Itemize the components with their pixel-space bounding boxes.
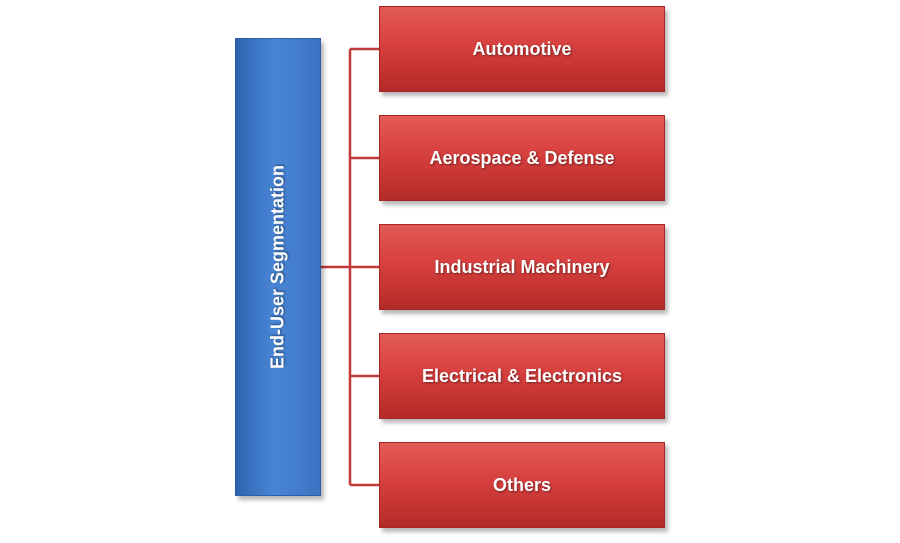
child-node-label: Aerospace & Defense (429, 147, 615, 168)
child-node-others: Others (379, 442, 665, 528)
child-node-industrial-machinery: Industrial Machinery (379, 224, 665, 310)
child-node-automotive: Automotive (379, 6, 665, 92)
child-node-aerospace-defense: Aerospace & Defense (379, 115, 665, 201)
child-node-electrical-electronics: Electrical & Electronics (379, 333, 665, 419)
child-node-label: Industrial Machinery (434, 256, 610, 277)
root-node: End-User Segmentation (235, 38, 321, 496)
root-node-label: End-User Segmentation (267, 164, 288, 370)
child-node-label: Automotive (472, 38, 572, 59)
child-node-label: Others (492, 474, 552, 495)
child-node-label: Electrical & Electronics (421, 365, 623, 386)
